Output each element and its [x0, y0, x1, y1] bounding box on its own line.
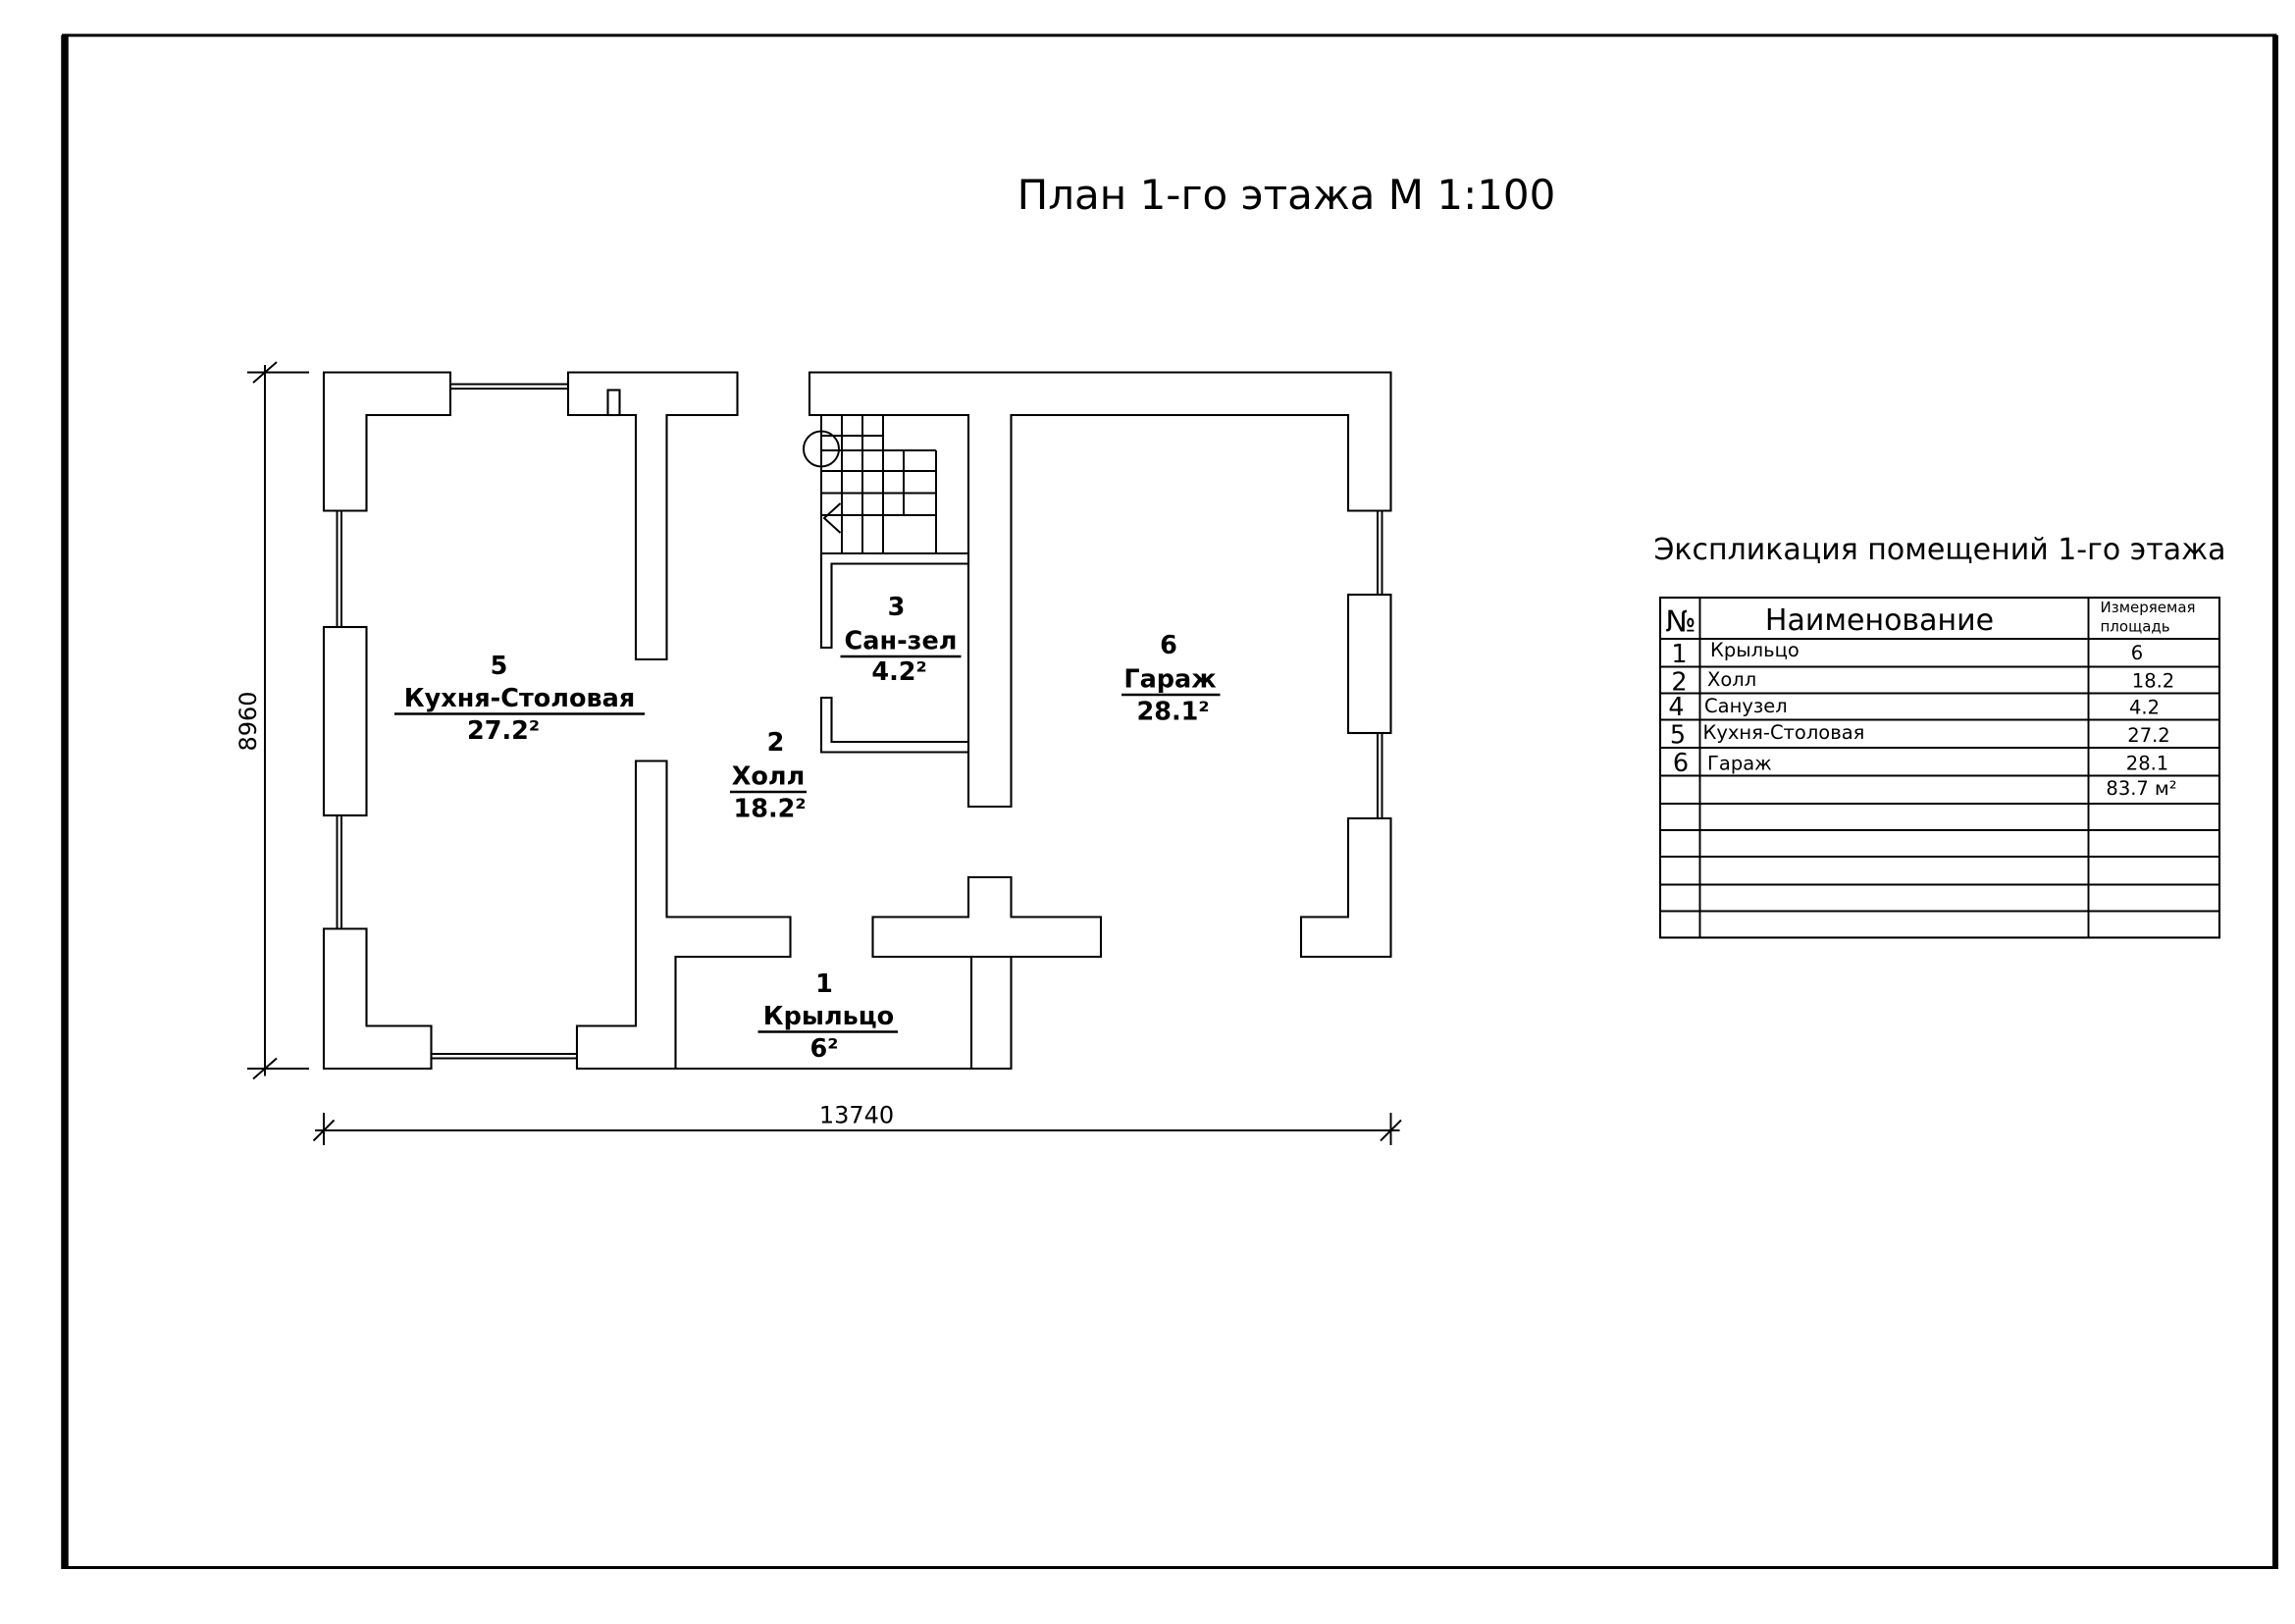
wall-kitchen-hall-lower [575, 760, 792, 1071]
svg-text:5: 5 [1670, 721, 1686, 751]
svg-text:6: 6 [2131, 642, 2143, 664]
room-label-num: 6 [1160, 631, 1177, 660]
room-label-name: Гараж [1123, 665, 1216, 695]
svg-text:Гараж: Гараж [1707, 753, 1772, 775]
svg-text:Кухня-Столовая: Кухня-Столовая [1703, 721, 1865, 744]
table-header-num: № [1665, 605, 1695, 640]
walls [322, 371, 1392, 1071]
room-label-name: Крыльцо [763, 1002, 894, 1031]
svg-text:18.2: 18.2 [2132, 670, 2174, 693]
room-label-area: 28.1² [1136, 698, 1209, 727]
svg-text:28.1: 28.1 [2126, 753, 2168, 775]
svg-text:1: 1 [1671, 640, 1687, 669]
svg-text:Холл: Холл [1707, 668, 1756, 691]
room-label-num: 1 [815, 969, 833, 999]
room-label-num: 5 [491, 652, 508, 681]
wall-top-right [808, 371, 1392, 809]
svg-text:4: 4 [1668, 693, 1684, 722]
room-label-num: 3 [888, 593, 906, 622]
dimension-vertical: 8960 [235, 361, 309, 1080]
dimension-width-label: 13740 [819, 1102, 894, 1129]
explication-table: № Наименование Измеряемая площадь 1 Крыл… [1658, 596, 2221, 939]
room-label-area: 4.2² [871, 657, 926, 687]
table-row: 5 Кухня-Столовая 27.2 [1670, 721, 2170, 751]
drawing-title: План 1-го этажа М 1:100 [1017, 171, 1556, 219]
staircase [803, 415, 937, 553]
svg-text:27.2: 27.2 [2127, 724, 2169, 747]
table-row: 6 Гараж 28.1 [1673, 749, 2168, 778]
room-label-name: Сан-зел [845, 627, 958, 656]
svg-text:6: 6 [1673, 749, 1689, 778]
wall-bottom-left-corner [322, 927, 433, 1071]
dimension-horizontal: 13740 [312, 1102, 1402, 1145]
wall-bathroom-top [819, 551, 970, 650]
wall-top-middle [566, 371, 739, 661]
stair-start-circle [803, 430, 840, 468]
explication-title: Экспликация помещений 1-го этажа [1653, 533, 2225, 567]
room-label-num: 2 [767, 728, 785, 758]
table-row: 1 Крыльцо 6 [1671, 639, 2143, 669]
room-label-name: Кухня-Столовая [404, 684, 635, 713]
svg-text:Санузел: Санузел [1704, 695, 1788, 717]
table-total-area: 83.7 м² [2106, 777, 2176, 800]
table-row: 4 Санузел 4.2 [1668, 693, 2160, 722]
svg-text:2: 2 [1671, 668, 1687, 698]
room-labels: 5 Кухня-Столовая 27.2² 2 Холл 18.2² 3 Са… [394, 593, 1221, 1064]
windows [336, 383, 1383, 1060]
table-header-area-line2: площадь [2101, 618, 2170, 636]
wall-top-left-corner [322, 371, 452, 512]
wall-porch-cross [871, 875, 1103, 959]
table-header-area-line1: Измеряемая [2101, 599, 2196, 616]
wall-notch [606, 389, 621, 417]
room-label-area: 18.2² [733, 795, 806, 824]
svg-text:4.2: 4.2 [2129, 697, 2160, 719]
room-label-area: 6² [810, 1034, 839, 1064]
dimension-height-label: 8960 [235, 691, 262, 751]
room-label-area: 27.2² [467, 716, 540, 746]
wall-right-pier [1346, 593, 1392, 735]
room-label-name: Холл [732, 762, 806, 792]
wall-porch-right [969, 955, 1013, 1071]
table-header-name: Наименование [1765, 603, 1994, 638]
table-row: 2 Холл 18.2 [1671, 668, 2174, 698]
wall-bathroom-bottom [819, 696, 970, 754]
svg-text:Крыльцо: Крыльцо [1710, 639, 1799, 661]
wall-bottom-right-corner [1299, 816, 1392, 959]
wall-left-pier [322, 625, 368, 817]
